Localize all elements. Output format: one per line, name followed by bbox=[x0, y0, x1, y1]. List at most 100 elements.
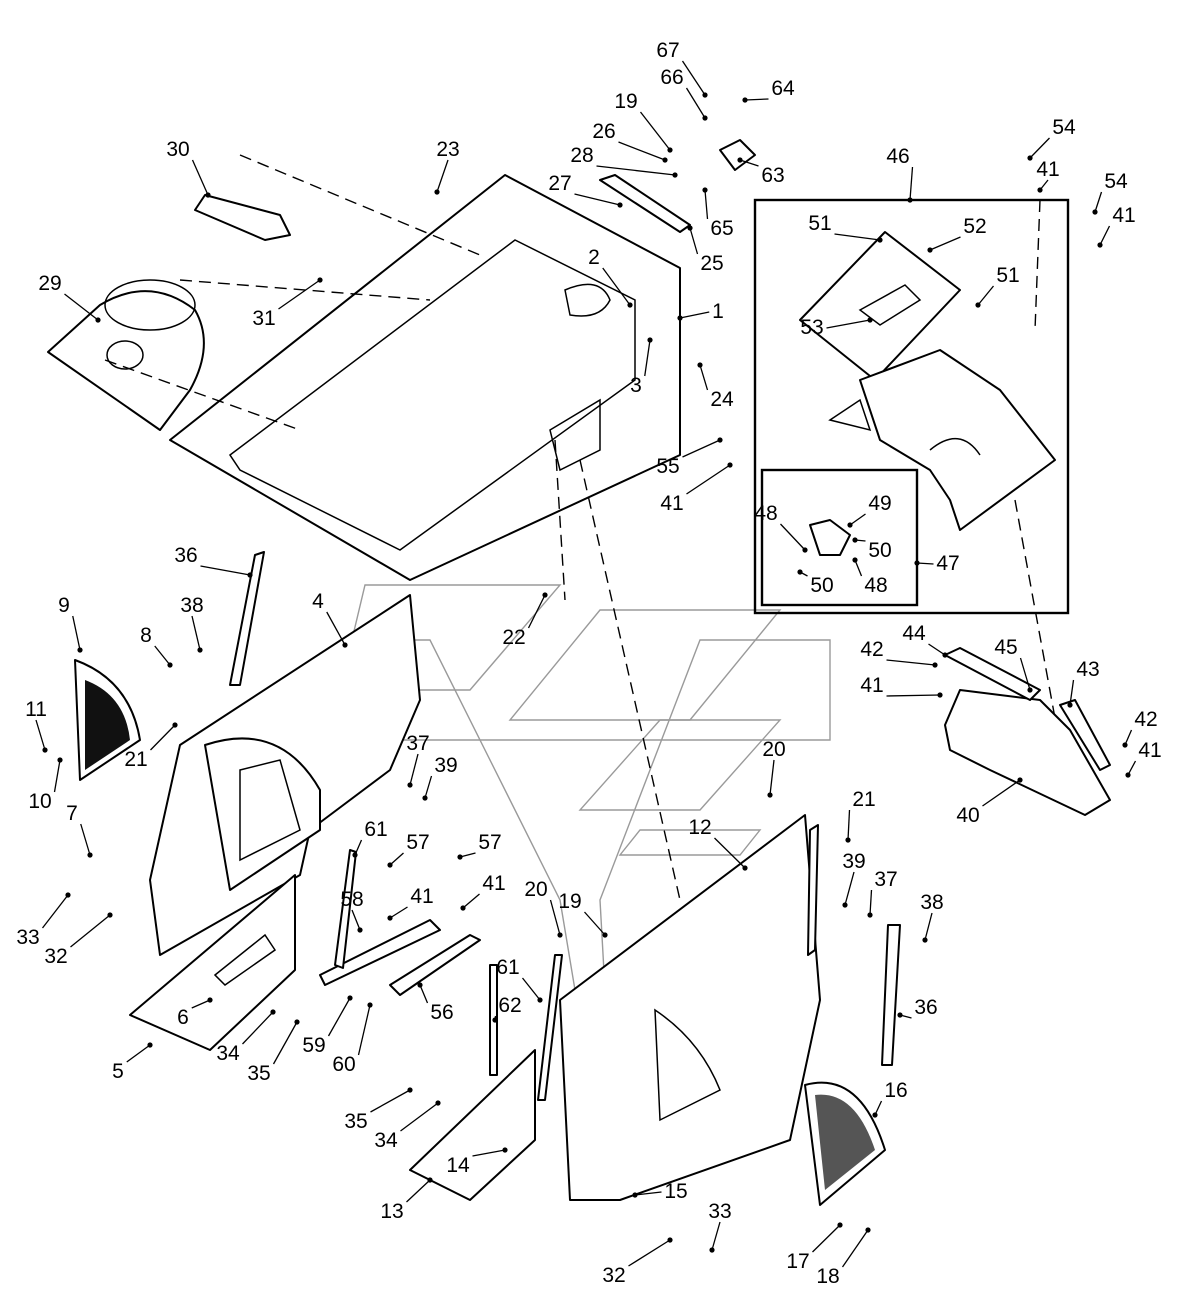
callout-c25: 25 bbox=[700, 252, 723, 275]
fastener-c12 bbox=[742, 865, 748, 871]
fastener-c26 bbox=[662, 157, 668, 163]
fastener-c44 bbox=[942, 652, 948, 658]
right-side-panel bbox=[559, 814, 821, 1201]
callout-c41c: 41 bbox=[660, 492, 683, 515]
leader-c41e bbox=[1127, 760, 1137, 776]
fastener-c40 bbox=[1017, 777, 1023, 783]
fastener-c30 bbox=[205, 192, 211, 198]
leader-c12 bbox=[714, 837, 746, 869]
callout-c54a: 54 bbox=[1052, 116, 1076, 139]
fastener-c45 bbox=[1027, 687, 1033, 693]
fastener-c18 bbox=[865, 1227, 871, 1233]
leader-c36a bbox=[200, 565, 251, 576]
callout-c29: 29 bbox=[38, 272, 61, 295]
callout-c48b: 48 bbox=[864, 574, 887, 597]
leader-c2 bbox=[602, 267, 631, 306]
callout-c50a: 50 bbox=[868, 539, 891, 562]
fastener-c56 bbox=[417, 982, 423, 988]
callout-c67: 67 bbox=[656, 39, 679, 62]
callout-c42a: 42 bbox=[860, 638, 883, 661]
leader-c41g bbox=[462, 893, 480, 909]
leader-c1 bbox=[679, 311, 710, 319]
leader-c22 bbox=[527, 594, 546, 629]
leader-c38b bbox=[924, 912, 933, 941]
fastener-c38a bbox=[197, 647, 203, 653]
callout-c62: 62 bbox=[498, 994, 521, 1017]
leader-c57b bbox=[459, 852, 476, 858]
bracket-40 bbox=[944, 647, 1111, 816]
leader-c32a bbox=[70, 914, 111, 948]
leader-c51a bbox=[834, 233, 881, 241]
callout-c14: 14 bbox=[446, 1154, 470, 1177]
leader-c37a bbox=[409, 753, 419, 786]
leader-c37b bbox=[869, 889, 873, 916]
leader-c24 bbox=[699, 364, 709, 391]
leader-c34a bbox=[242, 1011, 274, 1045]
leader-c58 bbox=[351, 909, 361, 931]
callout-c61a: 61 bbox=[364, 818, 387, 841]
fastener-c34a bbox=[270, 1009, 276, 1015]
fastener-c66 bbox=[702, 115, 708, 121]
leader-c65 bbox=[704, 189, 709, 220]
callout-c4: 4 bbox=[312, 590, 324, 613]
callout-c34a: 34 bbox=[216, 1042, 240, 1065]
leader-c33a bbox=[41, 894, 69, 929]
inset-box-47 bbox=[760, 468, 919, 607]
callout-c32b: 32 bbox=[602, 1264, 625, 1287]
callout-c55: 55 bbox=[656, 455, 679, 478]
callout-c27: 27 bbox=[548, 172, 571, 195]
callout-c51a: 51 bbox=[808, 212, 831, 235]
fastener-c59 bbox=[347, 995, 353, 1001]
leader-c44 bbox=[928, 643, 946, 656]
callout-c43: 43 bbox=[1076, 658, 1099, 681]
callout-c30: 30 bbox=[166, 138, 189, 161]
leader-c17 bbox=[812, 1224, 841, 1253]
leader-c41d bbox=[886, 694, 941, 697]
fastener-c36b bbox=[897, 1012, 903, 1018]
callout-c11: 11 bbox=[25, 698, 47, 721]
fastener-c65 bbox=[702, 187, 708, 193]
leader-c18 bbox=[841, 1229, 869, 1268]
leader-c21b bbox=[847, 809, 851, 841]
leader-c49 bbox=[849, 513, 866, 526]
callout-c9: 9 bbox=[58, 594, 70, 617]
leader-c20a bbox=[769, 759, 775, 796]
fastener-c48a bbox=[802, 547, 808, 553]
fastener-c8 bbox=[167, 662, 173, 668]
vent-strip bbox=[194, 194, 291, 241]
roof-panel bbox=[169, 174, 681, 581]
callout-c41e: 41 bbox=[1138, 739, 1161, 762]
front-cowl bbox=[47, 279, 205, 431]
fastener-c11 bbox=[42, 747, 48, 753]
callout-c48a: 48 bbox=[754, 502, 777, 525]
leader-c4 bbox=[326, 611, 346, 646]
leader-c9 bbox=[72, 615, 81, 651]
fastener-c37a bbox=[407, 782, 413, 788]
callout-c57b: 57 bbox=[478, 831, 501, 854]
fastener-c41e bbox=[1125, 772, 1131, 778]
callout-c64: 64 bbox=[771, 77, 795, 100]
leader-c41c bbox=[686, 464, 731, 495]
latch-assembly bbox=[599, 139, 756, 233]
leader-c59 bbox=[327, 997, 351, 1037]
spring-61 bbox=[537, 954, 563, 1101]
fastener-c38b bbox=[922, 937, 928, 943]
callout-c3: 3 bbox=[630, 374, 642, 397]
leader-c11 bbox=[35, 719, 46, 751]
callout-c61b: 61 bbox=[496, 956, 519, 979]
fastener-c41f bbox=[387, 915, 393, 921]
fastener-c52 bbox=[927, 247, 933, 253]
callout-c34b: 34 bbox=[374, 1129, 398, 1152]
left-screen-9 bbox=[74, 659, 141, 781]
callout-c42b: 42 bbox=[1134, 708, 1157, 731]
fastener-c7 bbox=[87, 852, 93, 858]
fastener-c17 bbox=[837, 1222, 843, 1228]
callout-c41b: 41 bbox=[1112, 204, 1135, 227]
fastener-c61a bbox=[352, 852, 358, 858]
fastener-c67 bbox=[702, 92, 708, 98]
fastener-c27 bbox=[617, 202, 623, 208]
callout-c38b: 38 bbox=[920, 891, 943, 914]
leader-c48a bbox=[780, 523, 806, 551]
callout-c54b: 54 bbox=[1104, 170, 1128, 193]
callout-c5: 5 bbox=[112, 1060, 124, 1083]
